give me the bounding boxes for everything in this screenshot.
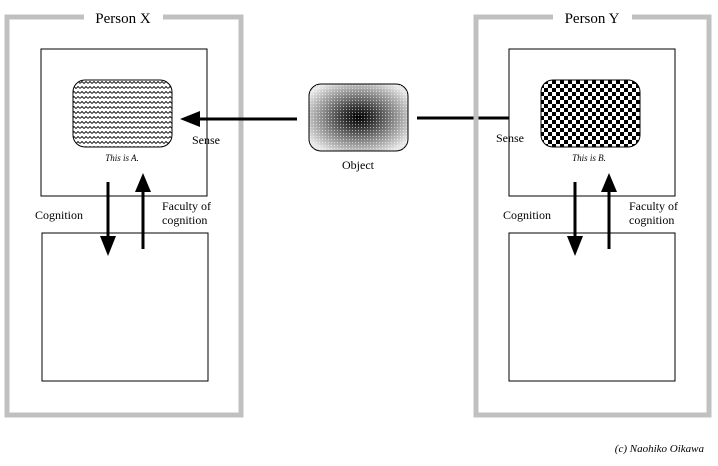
person-y-title-gap [553, 8, 632, 26]
person-y-sense-label: Sense [496, 131, 524, 145]
person-x-faculty-line1: Faculty of [162, 199, 211, 213]
credit-text: (c) Naohiko Oikawa [615, 443, 705, 455]
person-x-faculty-line2: cognition [162, 213, 207, 227]
person-x-caption: This is A. [105, 153, 139, 163]
object-label: Object [342, 158, 375, 172]
person-x-image-a [72, 79, 173, 148]
person-x-group: Person X This is A. Sense Cognition Facu… [4, 8, 244, 418]
person-x-title-gap [84, 8, 163, 26]
person-x-mind-box [41, 232, 209, 382]
person-y-faculty-line2: cognition [629, 213, 674, 227]
person-x-cognition-label: Cognition [35, 208, 83, 222]
person-y-mind-box [508, 232, 676, 382]
person-y-cognition-label: Cognition [503, 208, 551, 222]
person-x-title: Person X [95, 11, 151, 27]
sense-arrow-to-x [180, 111, 297, 127]
person-y-caption: This is B. [572, 153, 606, 163]
person-x-sense-label: Sense [192, 133, 220, 147]
person-x-faculty-arrow [135, 173, 151, 249]
person-x-cognition-arrow [100, 182, 116, 256]
person-y-title: Person Y [565, 11, 620, 27]
person-y-group: Person Y This is B. Sense Cognition Facu… [473, 8, 712, 418]
person-y-faculty-arrow [601, 173, 617, 249]
person-y-faculty-line1: Faculty of [629, 199, 678, 213]
object-dither [309, 84, 408, 151]
person-y-image-b [540, 79, 641, 148]
object-group: Object [180, 83, 536, 172]
person-y-cognition-arrow [567, 182, 583, 256]
